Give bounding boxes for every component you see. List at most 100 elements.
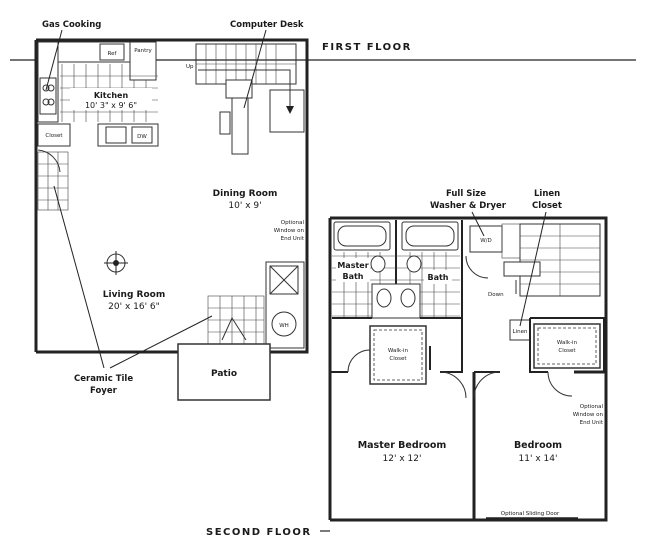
down-label: Down	[488, 292, 504, 298]
bedroom-closet-door-swing	[547, 371, 573, 397]
ceramic-tile-leader-2	[109, 315, 213, 369]
ceiling-fan-icon	[104, 251, 128, 275]
pantry	[129, 41, 157, 81]
second-floor-label: SECOND FLOOR	[206, 527, 312, 538]
second-floor-outer-wall	[328, 216, 608, 522]
master-tub	[333, 221, 391, 251]
master-bath-name-line1: Master	[337, 261, 368, 270]
optional-window-2-line2: Window on	[573, 412, 604, 418]
ceramic-tile-callout-line2: Foyer	[90, 386, 118, 396]
foyer-tile-grid	[37, 151, 69, 211]
dw-label: DW	[137, 134, 147, 140]
stair-landing	[269, 89, 305, 133]
closet-door-swing	[347, 349, 371, 373]
kitchen-dims: 10' 3" x 9' 6"	[85, 101, 137, 110]
closet	[37, 123, 71, 147]
sink-counter	[97, 123, 159, 147]
master-bath-label-bg	[336, 258, 370, 282]
ceramic-tile-leader-1	[53, 185, 105, 369]
burner-icon	[42, 84, 50, 92]
bedroom-dims: 11' x 14'	[519, 454, 558, 464]
first-floor-label: FIRST FLOOR	[322, 42, 412, 53]
bath-tub	[401, 221, 459, 251]
master-walk-in-closet	[369, 325, 427, 385]
washer-dryer	[469, 225, 503, 253]
sink-icon	[400, 288, 416, 308]
laundry-door-swing	[465, 255, 489, 279]
first-floor-outer-wall	[34, 38, 309, 354]
patio-door	[221, 316, 247, 341]
linen-callout-line2: Closet	[532, 201, 562, 211]
gas-cooking-callout: Gas Cooking	[42, 20, 101, 30]
optional-window-1-line2: Window on	[274, 228, 305, 234]
linen-label: Linen	[513, 329, 528, 335]
optional-sliding-door-label: Optional Sliding Door	[501, 511, 560, 517]
front-door-swing	[37, 149, 61, 173]
bedroom-name: Bedroom	[514, 440, 562, 451]
ceramic-tile-callout-line1: Ceramic Tile	[74, 374, 133, 384]
master-bath-name-line2: Bath	[342, 272, 363, 281]
patio-name: Patio	[211, 369, 237, 379]
linen-leader	[519, 211, 547, 327]
closet-shelf	[537, 327, 597, 365]
computer-desk	[231, 97, 249, 155]
sink-icon	[376, 288, 392, 308]
master-door-swing	[439, 371, 467, 399]
washer-dryer-leader	[471, 211, 485, 237]
closet-shelf	[373, 329, 423, 381]
living-room-dims: 20' x 16' 6"	[108, 302, 160, 312]
patio-door-tile-grid	[207, 295, 265, 345]
optional-window-2-line3: End Unit	[580, 420, 604, 426]
laundry-tile	[501, 223, 521, 259]
desk-chair	[219, 111, 231, 135]
linen-callout-line1: Linen	[534, 189, 560, 199]
computer-desk-callout: Computer Desk	[230, 20, 304, 30]
master-bedroom-name: Master Bedroom	[358, 440, 447, 451]
full-size-callout-line2: Washer & Dryer	[430, 201, 507, 211]
utility-closet	[265, 261, 305, 349]
wh-label: WH	[279, 323, 289, 329]
second-floor: Master Bath Bath W/D Down Linen	[206, 189, 608, 538]
burner-icon	[47, 98, 55, 106]
ref-label: Ref	[108, 51, 118, 57]
walk-in-label-2a: Walk-in	[557, 340, 578, 346]
bedroom-door-swing	[473, 371, 501, 399]
burner-icon	[47, 84, 55, 92]
bath-tub-inner	[405, 225, 455, 247]
kitchen-name: Kitchen	[94, 91, 129, 100]
dining-room-dims: 10' x 9'	[228, 201, 261, 211]
pantry-label: Pantry	[134, 48, 152, 54]
patio	[177, 343, 271, 401]
walk-in-label-1a: Walk-in	[388, 348, 409, 354]
optional-window-2-line1: Optional	[580, 404, 604, 410]
toilet-icon	[370, 255, 386, 273]
living-room-name: Living Room	[103, 290, 165, 300]
computer-desk-leader	[243, 29, 267, 109]
walk-in-label-2b: Closet	[558, 348, 576, 354]
water-heater	[271, 311, 297, 337]
up-label: Up	[186, 64, 194, 70]
second-floor-stairs	[503, 223, 601, 297]
dishwasher	[131, 126, 153, 144]
master-tub-inner	[337, 225, 387, 247]
vanity	[371, 283, 421, 319]
optional-window-1-line1: Optional	[281, 220, 305, 226]
bedroom-walk-in-closet	[533, 323, 601, 369]
dining-room-name: Dining Room	[213, 189, 278, 199]
optional-window-1-line3: End Unit	[281, 236, 305, 242]
sink	[105, 126, 127, 144]
wd-label: W/D	[480, 238, 492, 244]
gas-cooking-leader	[45, 29, 63, 91]
walk-in-label-1b: Closet	[389, 356, 407, 362]
full-size-callout-line1: Full Size	[446, 189, 486, 199]
kitchen-label-bg	[70, 88, 152, 110]
closet-label: Closet	[45, 133, 63, 139]
refrigerator	[99, 43, 125, 61]
toilet-icon	[406, 255, 422, 273]
first-floor: FIRST FLOOR Ref Pantry Kitchen 10' 3" x …	[10, 20, 636, 401]
burner-icon	[42, 98, 50, 106]
bath-name: Bath	[427, 273, 448, 282]
bath-label-bg	[424, 270, 452, 284]
master-bedroom-dims: 12' x 12'	[383, 454, 422, 464]
